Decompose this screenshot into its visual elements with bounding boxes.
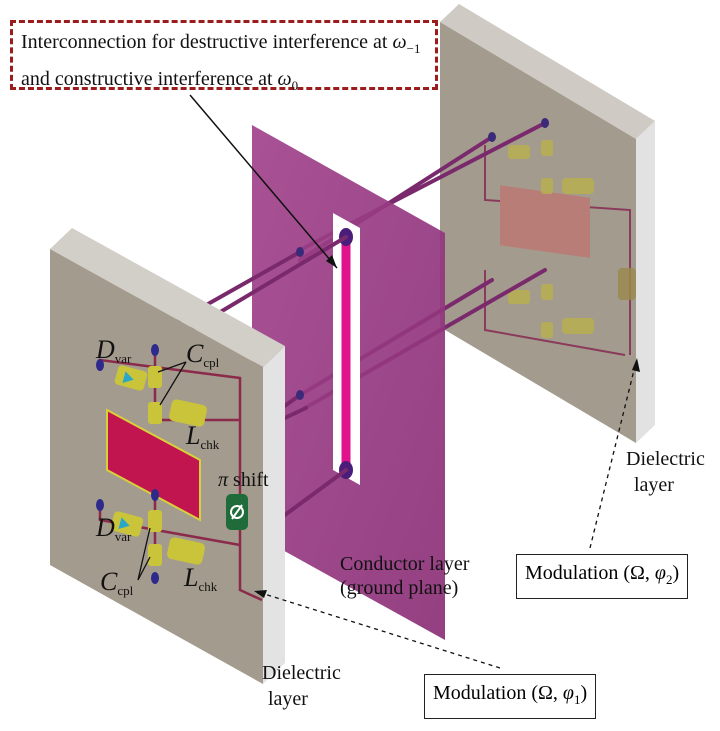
- label-subscript: cpl: [117, 583, 134, 598]
- pointer-arrows: [137, 94, 640, 669]
- choke-inductor-bottom: [167, 537, 205, 565]
- coupling-capacitor-bottom-2: [148, 544, 162, 566]
- omega-subscript: −1: [406, 41, 421, 56]
- left-components-bottom: [96, 489, 205, 584]
- callout-line-1: Interconnection for destructive interfer…: [21, 27, 427, 64]
- label-symbol: D: [96, 513, 115, 542]
- phase-shifter: [226, 494, 248, 530]
- right-dielectric-top: [440, 4, 655, 139]
- ccpl-top-pointer-1: [157, 361, 187, 373]
- label-symbol: L: [184, 563, 199, 592]
- coupling-capacitor-top-2: [148, 402, 162, 424]
- mod2-prefix: Modulation (Ω,: [525, 562, 655, 584]
- label-symbol: C: [100, 567, 118, 596]
- modulation-phi2-box: Modulation (Ω, φ2): [516, 554, 689, 599]
- left-dielectric-top: [50, 228, 285, 367]
- label-symbol: C: [186, 339, 204, 368]
- mod1-pointer: [257, 591, 501, 669]
- conductor-label-line-1: Conductor layer: [340, 553, 470, 575]
- coupling-capacitor-top-1: [148, 366, 162, 388]
- label-subscript: chk: [200, 437, 220, 452]
- right-circuit-trace: [484, 270, 626, 356]
- pi-symbol: π: [218, 469, 229, 491]
- dielectric-left-line-1: Dielectric: [262, 662, 341, 684]
- right-dielectric-layer: [440, 4, 655, 443]
- omega-subscript: 0: [291, 78, 299, 93]
- ccpl-top-label: Ccpl: [186, 339, 220, 375]
- dielectric-right-line-1: Dielectric: [626, 448, 705, 470]
- callout-text-1: Interconnection for destructive interfer…: [21, 31, 393, 53]
- ccpl-bottom-pointer-2: [137, 556, 151, 581]
- dielectric-left-label: Dielectric layer: [262, 660, 341, 712]
- label-symbol: L: [186, 421, 201, 450]
- mod2-suffix: ): [672, 562, 680, 584]
- omega-symbol: ω: [392, 31, 407, 53]
- omega-symbol: ω: [277, 68, 292, 90]
- dielectric-right-label: Dielectric layer: [626, 446, 705, 498]
- left-dielectric-layer: [50, 228, 285, 684]
- ccpl-bottom-label: Ccpl: [100, 567, 134, 603]
- lchk-top-label: Lchk: [186, 421, 220, 457]
- label-subscript: var: [114, 529, 132, 544]
- callout-line-2: and constructive interference at ω0: [21, 64, 427, 101]
- phi-symbol: φ: [654, 562, 666, 584]
- conductor-layer-label: Conductor layer (ground plane): [340, 552, 469, 600]
- mod1-suffix: ): [580, 682, 588, 704]
- lchk-bottom-label: Lchk: [184, 563, 218, 599]
- coupling-capacitor-bottom-1: [148, 510, 162, 532]
- wire-endcaps: [296, 118, 549, 400]
- callout-text-2: and constructive interference at: [21, 68, 278, 90]
- right-dielectric-side: [636, 121, 655, 443]
- dielectric-left-line-2: layer: [268, 688, 308, 710]
- right-patch: [500, 185, 590, 258]
- ccpl-bottom-pointer-1: [137, 527, 151, 581]
- dielectric-right-line-2: layer: [634, 474, 674, 496]
- left-patch: [106, 408, 201, 522]
- label-symbol: D: [96, 335, 115, 364]
- right-components: [508, 140, 636, 338]
- conductor-label-line-2: (ground plane): [340, 577, 459, 599]
- modulation-phi1-box: Modulation (Ω, φ1): [424, 674, 597, 719]
- phi-symbol: φ: [562, 682, 574, 704]
- label-subscript: chk: [198, 579, 218, 594]
- interconnection-callout: Interconnection for destructive interfer…: [10, 20, 438, 93]
- dvar-top-label: Dvar: [96, 335, 132, 371]
- ccpl-top-pointer-2: [159, 361, 187, 406]
- shift-text: shift: [233, 469, 269, 491]
- phi-subscript: 1: [573, 692, 581, 707]
- choke-inductor-top: [169, 399, 207, 427]
- phi-subscript: 2: [665, 572, 673, 587]
- label-subscript: var: [114, 351, 132, 366]
- dvar-bottom-label: Dvar: [96, 513, 132, 549]
- pi-shift-label: π shift: [218, 468, 269, 492]
- label-subscript: cpl: [203, 355, 220, 370]
- mod1-prefix: Modulation (Ω,: [433, 682, 563, 704]
- left-dielectric-side: [263, 346, 285, 684]
- callout-pointer: [189, 94, 338, 269]
